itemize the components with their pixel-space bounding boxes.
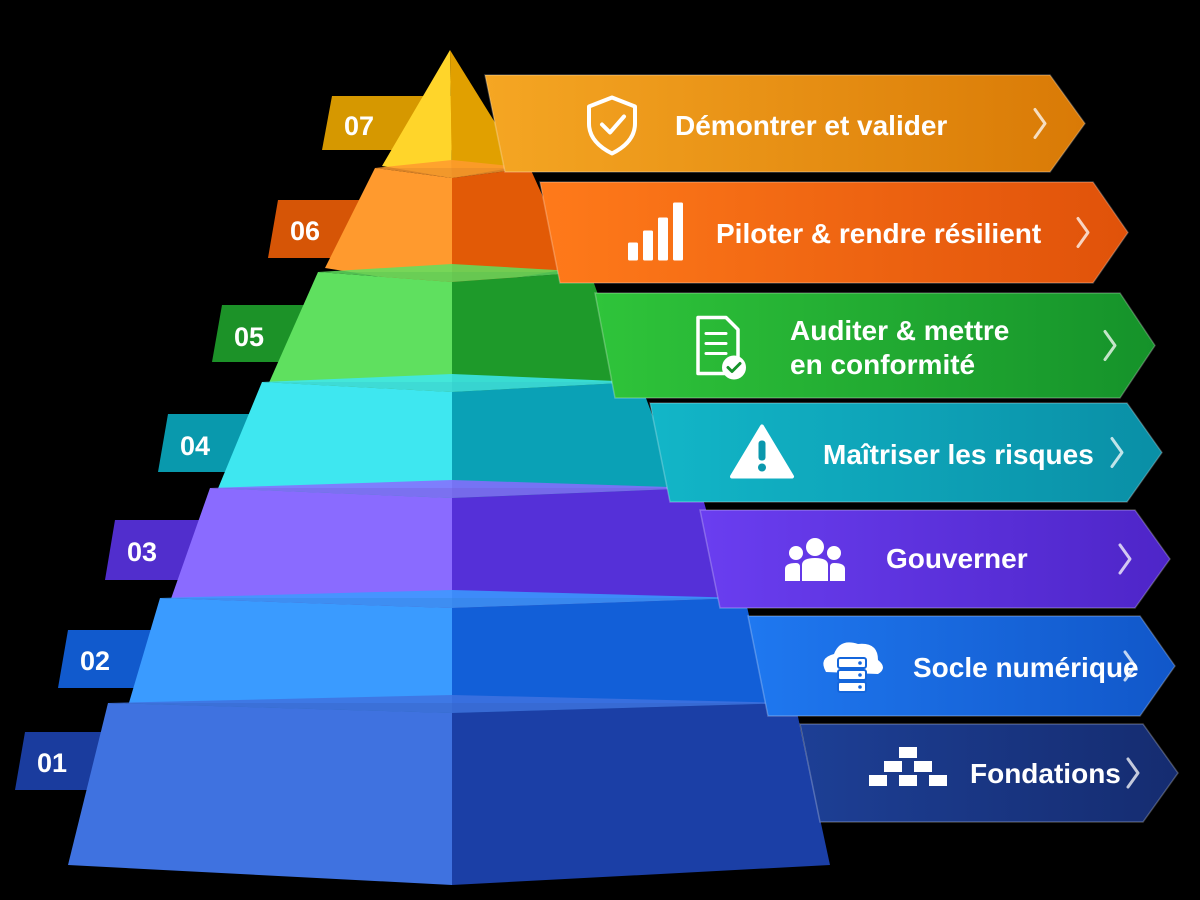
banner-level-06[interactable]: Piloter & rendre résilient bbox=[539, 181, 1129, 284]
level-number: 03 bbox=[127, 537, 157, 567]
pyramid bbox=[68, 50, 830, 885]
shield-check-icon bbox=[587, 95, 637, 156]
banner-level-03[interactable]: Gouverner bbox=[699, 509, 1171, 609]
chevron-right-icon bbox=[1118, 543, 1132, 575]
warning-icon bbox=[730, 424, 794, 479]
level-number: 02 bbox=[80, 646, 110, 676]
level-number: 05 bbox=[234, 322, 264, 352]
people-group-icon bbox=[785, 538, 845, 581]
banner-label: Maîtriser les risques bbox=[823, 439, 1094, 470]
pyramid-layer-06 bbox=[325, 160, 575, 288]
level-number: 01 bbox=[37, 748, 67, 778]
banner-label: Socle numérique bbox=[913, 652, 1139, 683]
chevron-right-icon bbox=[1033, 108, 1047, 139]
banner-label: Démontrer et valider bbox=[675, 110, 947, 141]
level-number: 07 bbox=[344, 111, 374, 141]
chevron-right-icon bbox=[1110, 437, 1124, 468]
stacked-blocks-icon bbox=[869, 747, 947, 786]
cloud-server-icon bbox=[823, 642, 883, 693]
bar-chart-icon bbox=[628, 202, 683, 261]
pyramid-layer-05 bbox=[268, 264, 630, 405]
banner-level-02[interactable]: Socle numérique bbox=[747, 615, 1176, 717]
banner-level-01[interactable]: Fondations bbox=[799, 723, 1179, 823]
level-number: 04 bbox=[180, 431, 210, 461]
banner-label: Fondations bbox=[970, 758, 1121, 789]
banner-level-07[interactable]: Démontrer et valider bbox=[484, 74, 1086, 173]
level-number: 06 bbox=[290, 216, 320, 246]
chevron-right-icon bbox=[1103, 330, 1117, 361]
banner-label: Piloter & rendre résilient bbox=[716, 218, 1041, 249]
pyramid-layer-01 bbox=[68, 695, 830, 885]
chevron-right-icon bbox=[1126, 757, 1140, 789]
banner-label: Gouverner bbox=[886, 543, 1028, 574]
chevron-right-icon bbox=[1076, 217, 1090, 248]
chevron-right-icon bbox=[1123, 650, 1137, 682]
audit-document-icon bbox=[696, 315, 746, 380]
banner-level-04[interactable]: Maîtriser les risques bbox=[649, 402, 1163, 503]
